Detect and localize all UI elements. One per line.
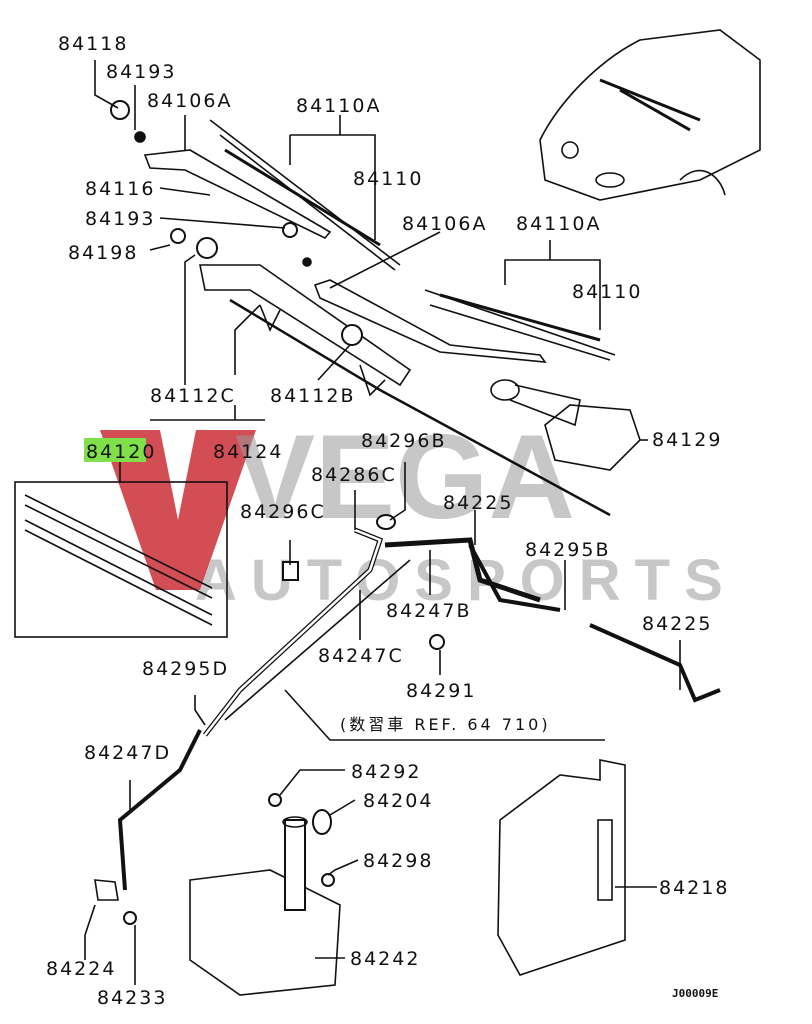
car-sketch bbox=[539, 29, 761, 201]
wiper-linkage bbox=[170, 228, 611, 517]
washer-tank bbox=[94, 793, 341, 996]
part-label[interactable]: 84204 bbox=[363, 790, 433, 812]
highlight-84120 bbox=[84, 438, 146, 462]
part-label[interactable]: 84112C bbox=[150, 385, 236, 407]
part-label[interactable]: 84298 bbox=[363, 850, 433, 872]
part-label[interactable]: 84106A bbox=[402, 213, 487, 235]
part-label[interactable]: 84112B bbox=[270, 385, 355, 407]
washer-hoses bbox=[117, 514, 721, 891]
part-label[interactable]: 84224 bbox=[46, 958, 116, 980]
part-label[interactable]: 84218 bbox=[659, 877, 729, 899]
part-label[interactable]: 84129 bbox=[652, 429, 722, 451]
part-label[interactable]: 84295D bbox=[142, 658, 229, 680]
part-label[interactable]: 84116 bbox=[85, 178, 155, 200]
part-label[interactable]: 84247B bbox=[386, 600, 471, 622]
part-label[interactable]: 84295B bbox=[525, 539, 610, 561]
vega-logo-icon bbox=[100, 430, 256, 590]
part-label[interactable]: 84118 bbox=[58, 33, 128, 55]
part-label[interactable]: 84110 bbox=[572, 281, 642, 303]
ref-note: (数習車 REF. 64 710) bbox=[340, 715, 551, 734]
part-label[interactable]: 84292 bbox=[351, 761, 421, 783]
part-label[interactable]: 84106A bbox=[147, 90, 232, 112]
part-label[interactable]: 84296B bbox=[361, 430, 446, 452]
part-labels: 84118 84193 84106A 84110A 84110 84116 84… bbox=[46, 33, 729, 1009]
diagram-code: J00009E bbox=[672, 987, 718, 1000]
part-label[interactable]: 84233 bbox=[97, 987, 167, 1009]
part-label[interactable]: 84247C bbox=[318, 645, 404, 667]
part-label[interactable]: 84110 bbox=[353, 168, 423, 190]
wiper-arm-right bbox=[313, 279, 616, 363]
part-label[interactable]: 84198 bbox=[68, 242, 138, 264]
part-label[interactable]: 84110A bbox=[296, 95, 381, 117]
blade-rubber-box bbox=[14, 481, 228, 638]
wiper-arm-left bbox=[110, 100, 401, 271]
part-label[interactable]: 84110A bbox=[516, 213, 601, 235]
part-label[interactable]: 84193 bbox=[106, 61, 176, 83]
part-label[interactable]: 84242 bbox=[350, 948, 420, 970]
part-label-highlighted[interactable]: 84120 bbox=[86, 441, 156, 463]
part-label[interactable]: 84225 bbox=[443, 492, 513, 514]
part-label[interactable]: 84286C bbox=[311, 464, 397, 486]
leader-lines bbox=[84, 60, 681, 985]
part-label[interactable]: 84193 bbox=[85, 208, 155, 230]
part-label[interactable]: 84296C bbox=[240, 501, 326, 523]
part-label[interactable]: 84225 bbox=[642, 613, 712, 635]
part-label[interactable]: 84247D bbox=[84, 742, 171, 764]
washer-tank-alt bbox=[497, 759, 626, 976]
part-label[interactable]: 84291 bbox=[406, 680, 476, 702]
part-label[interactable]: 84124 bbox=[213, 441, 283, 463]
